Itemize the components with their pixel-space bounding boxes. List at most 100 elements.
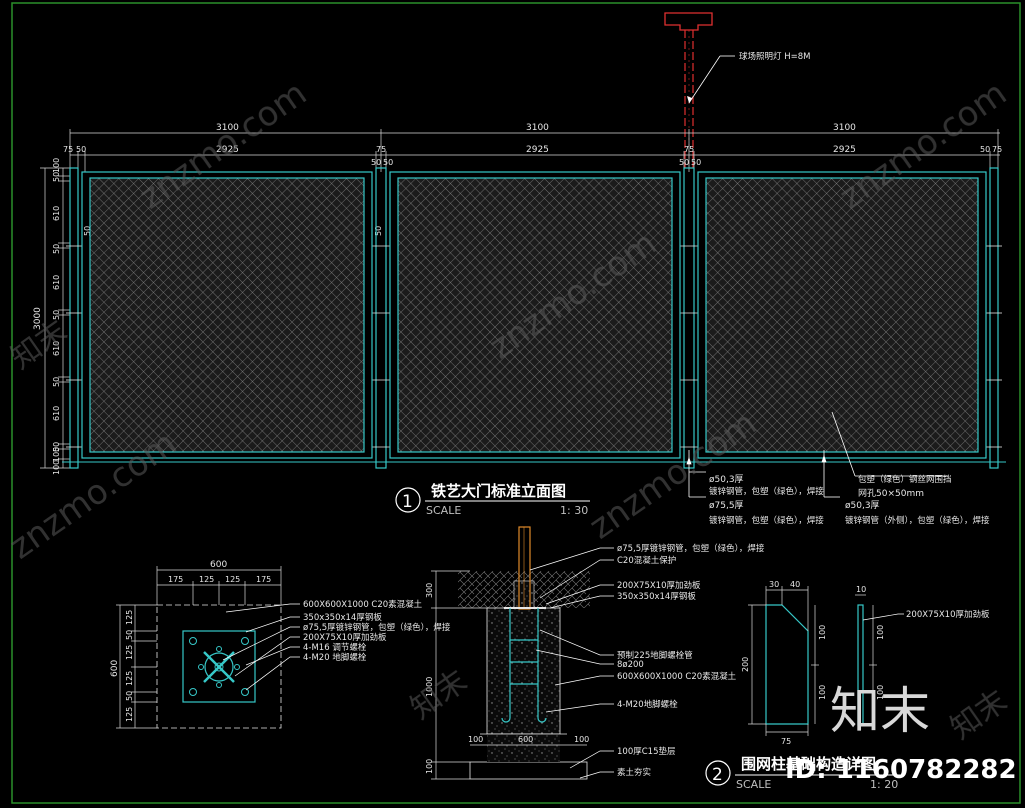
plan-note-1: 600X600X1000 C20素混凝土 [303,599,423,610]
drawing-border [11,2,1021,804]
plan-height-part-5: 50 [125,691,134,701]
svg-text:50: 50 [52,172,61,182]
anchor-bolt-4 [241,688,249,696]
left-dimensions [40,167,70,469]
plan-height-total: 600 [110,660,120,677]
section-bedding [469,761,588,780]
span-dim-3: 3100 [833,123,856,133]
callout-3-sub: 网孔50×50mm [858,488,924,499]
post-dim-9: 75 [992,145,1002,154]
elevation-scale-label: SCALE [426,504,461,517]
section-anchor-bolts [501,608,547,723]
section-dim-6: 100 [425,759,434,774]
callout-1-main: ø50,3厚 [709,474,744,485]
post-dim-8: 50 [980,145,990,154]
section-note-4: 350x350x14厚钢板 [617,591,696,602]
stiffener-dim-4: 100 [818,625,827,640]
plan-height-part-4: 125 [125,671,134,686]
side-mark-2: 50 [374,226,383,236]
watermark-brand-2: 知末 [405,663,474,726]
svg-text:50: 50 [52,244,61,254]
post-dim-3: 50 [371,158,381,167]
fence-elevation: 球场照明灯 H=8M 3100 3100 3100 2925 2925 2925… [33,12,1006,526]
watermark-logo: 知末 [830,682,930,740]
fence-panel-3 [697,171,987,459]
stiffener-dim-2: 40 [790,580,800,589]
section-note-6: 8ø200 [617,660,644,670]
svg-text:50: 50 [52,442,61,452]
callout-2-sub: 镀锌钢管，包塑（绿色），焊接 [709,515,824,526]
side-mark-1: 50 [83,226,92,236]
detail-scale-value: 1: 20 [870,778,898,791]
watermark-brand-3: 知末 [945,683,1014,746]
post-dim-1: 75 [63,145,73,154]
stiffener-dim-5: 100 [876,625,885,640]
clear-dim-2: 2925 [526,145,549,155]
title-number-1: 1 [402,492,413,512]
post-dim-4: 50 [383,158,393,167]
anchor-bolt-1 [189,637,197,645]
stiffener-dim-7: 75 [781,737,791,746]
plan-base-plate [182,630,256,703]
plan-width-part-1: 175 [168,575,183,584]
section-note-9: 100厚C15垫层 [617,746,675,757]
stiffener-dim-9: 100 [876,685,885,700]
fence-panel-2 [389,171,681,459]
plan-concrete-footing [156,604,282,729]
plan-note-2: 350x350x14厚钢板 [303,612,382,623]
detail-title-block: 2 围网柱基础构造详图 SCALE 1: 20 [705,755,900,791]
plan-width-part-3: 125 [225,575,240,584]
anchor-bolt-2 [241,637,249,645]
svg-text:610: 610 [52,406,61,421]
section-note-1: ø75,5厚镀锌钢管，包塑（绿色），焊接 [617,543,765,554]
plan-height-part-6: 125 [125,707,134,722]
adjust-bolt-2 [216,682,222,688]
plan-note-5: 4-M16 调节螺栓 [303,642,367,653]
plan-pipe [204,652,234,682]
section-dim-1: 300 [425,583,434,598]
section-footing [486,607,561,735]
plan-note-3: ø75,5厚镀锌钢管，包塑（绿色），焊接 [303,622,451,633]
section-note-3: 200X75X10厚加劲板 [617,580,701,591]
section-dim-2: 1000 [425,677,434,697]
stiffener-plate-side [765,604,809,725]
section-note-7: 600X600X1000 C20素混凝土 [617,671,737,682]
section-note-8: 4-M20地脚螺栓 [617,699,678,710]
plan-width-part-2: 125 [199,575,214,584]
adjust-bolt-1 [216,646,222,652]
svg-text:50: 50 [52,310,61,320]
callout-leaders [686,411,948,498]
span-dim-2: 3100 [526,123,549,133]
section-dim-4: 600 [518,735,533,744]
plan-width-part-4: 175 [256,575,271,584]
post-dim-6: 50 [679,158,689,167]
lamp-leader [688,55,721,104]
stiffener-plate-edge [857,604,864,726]
span-dim-1: 3100 [216,123,239,133]
post-dim-2: 50 [76,145,86,154]
watermark-brand-1: 知末 [5,313,74,376]
post-dim-10: 75 [684,145,694,154]
section-note-2: C20混凝土保护 [617,555,676,566]
detail-title: 围网柱基础构造详图 [741,755,876,773]
fence-panel-1 [81,171,373,459]
callout-2-main: ø75,5厚 [709,500,744,511]
svg-text:100: 100 [52,460,61,475]
plan-note-6: 4-M20 地脚螺栓 [303,652,367,663]
plan-height-part-1: 125 [125,610,134,625]
title-number-2: 2 [712,765,723,785]
base-section-detail: 300 1000 100 600 100 100 ø75,5厚镀锌钢管，包塑（绿… [425,526,765,780]
plan-height-part-3: 125 [125,645,134,660]
elevation-title-block: 1 铁艺大门标准立面图 SCALE 1: 30 [395,482,590,517]
stiffener-dim-1: 30 [769,580,779,589]
plan-height-part-2: 50 [125,630,134,640]
stiffener-dim-8: 100 [818,685,827,700]
anchor-bolt-3 [189,688,197,696]
vertical-dim-labels: 50 100 610 50 610 50 610 50 610 50 100 1… [52,158,61,475]
svg-text:100: 100 [52,158,61,173]
callout-1-sub: 镀锌钢管，包塑（绿色），焊接 [709,486,824,497]
stiffener-dim-3: 10 [856,585,866,594]
callout-3-main: 包塑（绿色）钢丝网围挡 [858,474,952,485]
fence-posts [69,167,999,469]
